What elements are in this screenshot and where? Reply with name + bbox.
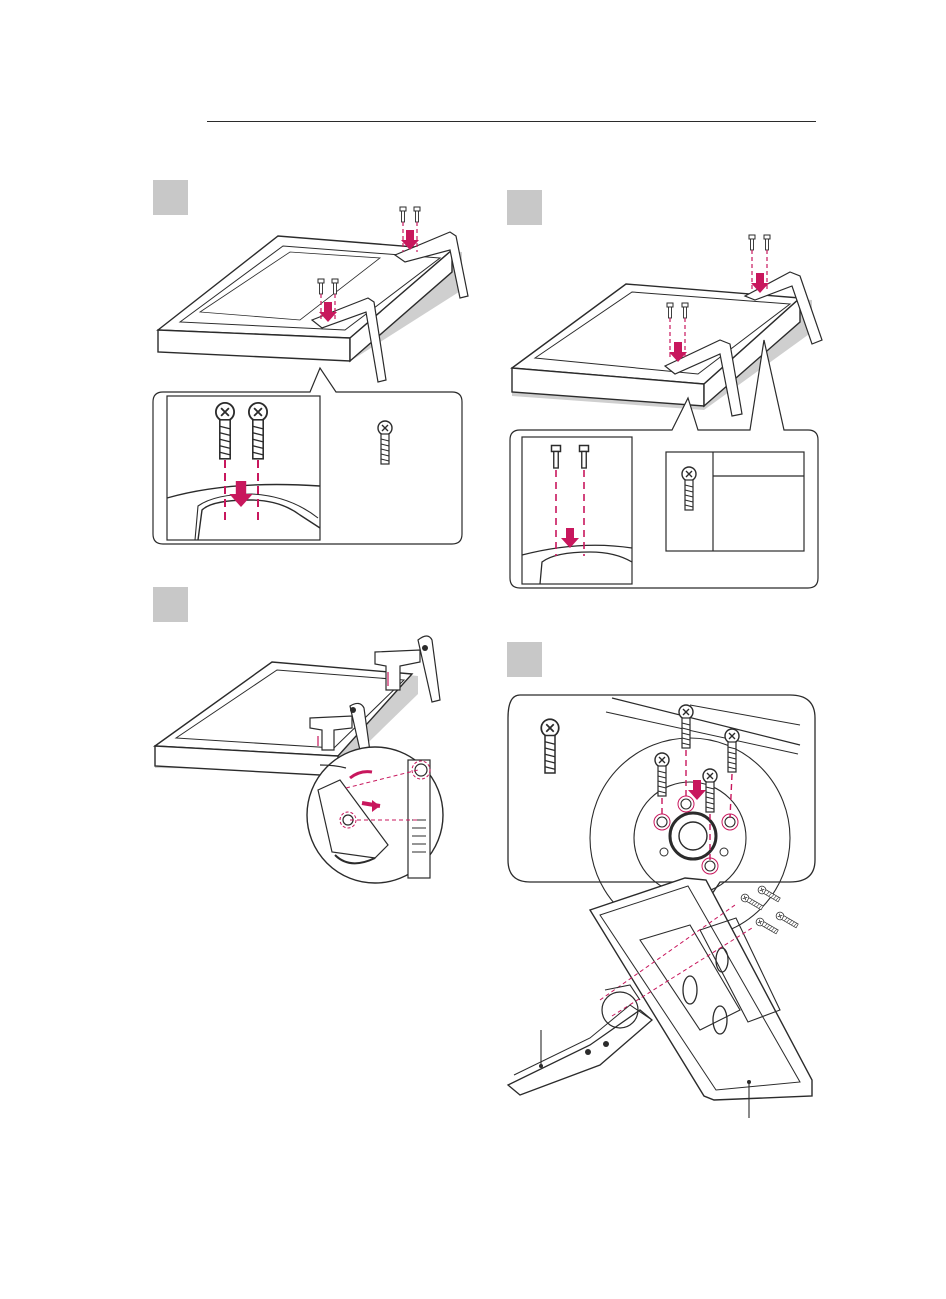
step-2-illustration: [510, 235, 822, 588]
step-4-illustration: [508, 695, 815, 1118]
step-1-illustration: [153, 207, 468, 544]
step-3-illustration: [155, 636, 443, 883]
